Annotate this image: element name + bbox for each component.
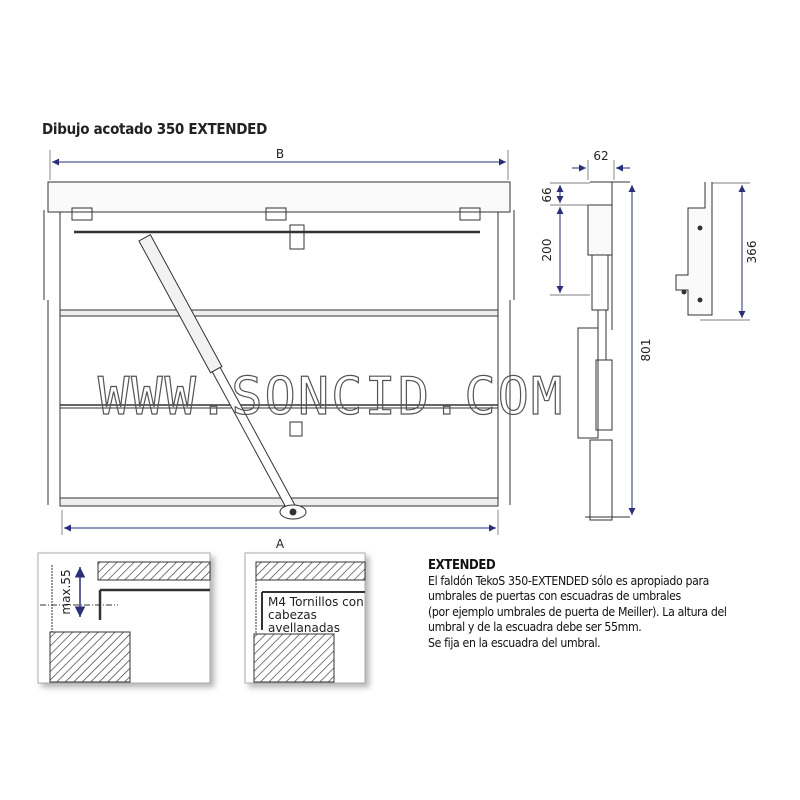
description-line: Se fija en la escuadra del umbral. — [428, 635, 601, 650]
dimension-366-label: 366 — [745, 241, 759, 264]
max55-label: max.55 — [59, 569, 73, 614]
side-view — [577, 181, 630, 521]
dimension-62-label: 62 — [593, 149, 608, 163]
watermark: WWW.SONCID.COM — [98, 367, 564, 427]
description: EXTENDED El faldón TekoS 350-EXTENDED só… — [428, 558, 798, 652]
dimension-a-label: A — [276, 537, 285, 551]
description-line: (por ejemplo umbrales de puerta de Meill… — [428, 604, 727, 619]
drawing-title: Dibujo acotado 350 EXTENDED — [42, 120, 267, 138]
dimension-b-label: B — [276, 147, 284, 161]
dimension-801-label: 801 — [639, 339, 653, 362]
description-line: umbrales de puertas con escuadras de umb… — [428, 589, 681, 604]
bracket-view — [675, 182, 750, 321]
screw-note-line-2: cabezas — [268, 608, 317, 622]
side-dimensions: 62 66 200 801 — [540, 149, 653, 515]
dimension-66-label: 66 — [540, 187, 554, 202]
description-line: umbral y de la escuadra debe ser 55mm. — [428, 620, 642, 635]
dimension-200-label: 200 — [540, 239, 554, 262]
detail-max55: max.55 — [37, 552, 211, 684]
detail-screws: M4 Tornillos con cabezas avellanadas — [244, 552, 366, 684]
description-line: El faldón TekoS 350-EXTENDED sólo es apr… — [428, 573, 709, 588]
front-view — [43, 181, 515, 520]
dimension-a: A — [61, 510, 499, 551]
screw-note-line-1: M4 Tornillos con — [268, 595, 364, 609]
screw-note-line-3: avellanadas — [268, 621, 340, 635]
description-heading: EXTENDED — [428, 558, 496, 573]
dimension-b: B — [49, 147, 509, 180]
